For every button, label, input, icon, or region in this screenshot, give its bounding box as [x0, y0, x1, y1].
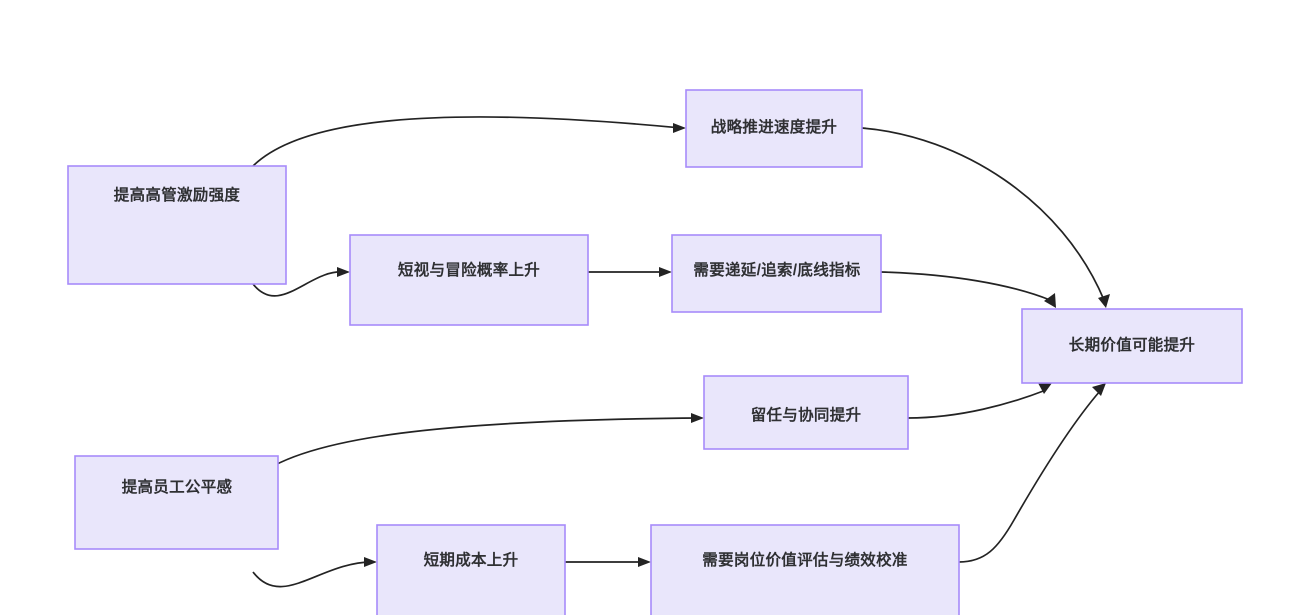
- node-label: 留任与协同提升: [751, 405, 862, 424]
- edge-n7-to-n5: [907, 383, 1052, 419]
- arrowhead-icon: [673, 123, 686, 133]
- node-box[interactable]: [650, 524, 960, 615]
- edge-line: [907, 389, 1047, 419]
- node-留任与协同提升[interactable]: 留任与协同提升: [703, 375, 909, 450]
- arrowhead-icon: [691, 413, 704, 423]
- node-label: 提高高管激励强度: [114, 185, 241, 204]
- edge-n6-to-n7: [252, 413, 704, 481]
- arrowhead-icon: [1038, 383, 1052, 394]
- node-label: 需要递延/追索/底线指标: [693, 260, 860, 279]
- edge-line: [252, 116, 682, 167]
- node-需要递延-追索-底线指标[interactable]: 需要递延/追索/底线指标: [671, 234, 882, 313]
- node-label: 需要岗位价值评估与绩效校准: [702, 550, 908, 569]
- edge-n1-to-n2: [252, 116, 686, 167]
- arrowhead-icon: [364, 557, 377, 567]
- node-label: 提高员工公平感: [122, 477, 233, 496]
- edge-line: [958, 390, 1101, 563]
- node-label: 短视与冒险概率上升: [398, 260, 540, 279]
- arrowhead-icon: [659, 267, 672, 277]
- node-战略推进速度提升[interactable]: 战略推进速度提升: [685, 89, 863, 168]
- node-box[interactable]: [349, 234, 589, 326]
- node-box[interactable]: [685, 89, 863, 168]
- node-提高高管激励强度[interactable]: 提高高管激励强度: [67, 165, 287, 285]
- edge-n6-to-n8: [252, 557, 377, 588]
- edge-layer: [252, 116, 1110, 588]
- edge-n2-to-n5: [861, 127, 1110, 308]
- edge-n8-to-n9: [565, 557, 651, 567]
- node-label: 长期价值可能提升: [1069, 335, 1196, 354]
- node-box[interactable]: [74, 455, 279, 550]
- arrowhead-icon: [337, 267, 350, 277]
- arrowhead-icon: [638, 557, 651, 567]
- arrowhead-icon: [1092, 383, 1106, 396]
- node-短视与冒险概率上升[interactable]: 短视与冒险概率上升: [349, 234, 589, 326]
- node-长期价值可能提升[interactable]: 长期价值可能提升: [1021, 308, 1243, 384]
- edge-n4-to-n5: [880, 271, 1056, 308]
- node-提高员工公平感[interactable]: 提高员工公平感: [74, 455, 279, 550]
- edge-line: [861, 127, 1105, 301]
- node-layer: 提高高管激励强度 战略推进速度提升 短视与冒险概率上升 需要递延/追索/底线指标…: [67, 89, 1243, 615]
- arrowhead-icon: [1098, 294, 1110, 308]
- edge-n3-to-n4: [588, 267, 672, 277]
- node-box[interactable]: [1021, 308, 1243, 384]
- edge-line: [252, 271, 346, 297]
- arrowhead-icon: [1044, 293, 1056, 308]
- node-box[interactable]: [376, 524, 566, 615]
- edge-n1-to-n3: [252, 267, 350, 297]
- node-label: 战略推进速度提升: [711, 117, 838, 136]
- node-需要岗位价值评估与绩效校准[interactable]: 需要岗位价值评估与绩效校准: [650, 524, 960, 615]
- edge-n9-to-n5: [958, 383, 1106, 563]
- node-短期成本上升[interactable]: 短期成本上升: [376, 524, 566, 615]
- edge-line: [252, 561, 373, 588]
- edge-line: [880, 271, 1051, 301]
- node-box[interactable]: [671, 234, 882, 313]
- node-box[interactable]: [703, 375, 909, 450]
- node-box[interactable]: [67, 165, 287, 285]
- edge-line: [252, 417, 700, 481]
- node-label: 短期成本上升: [424, 550, 519, 569]
